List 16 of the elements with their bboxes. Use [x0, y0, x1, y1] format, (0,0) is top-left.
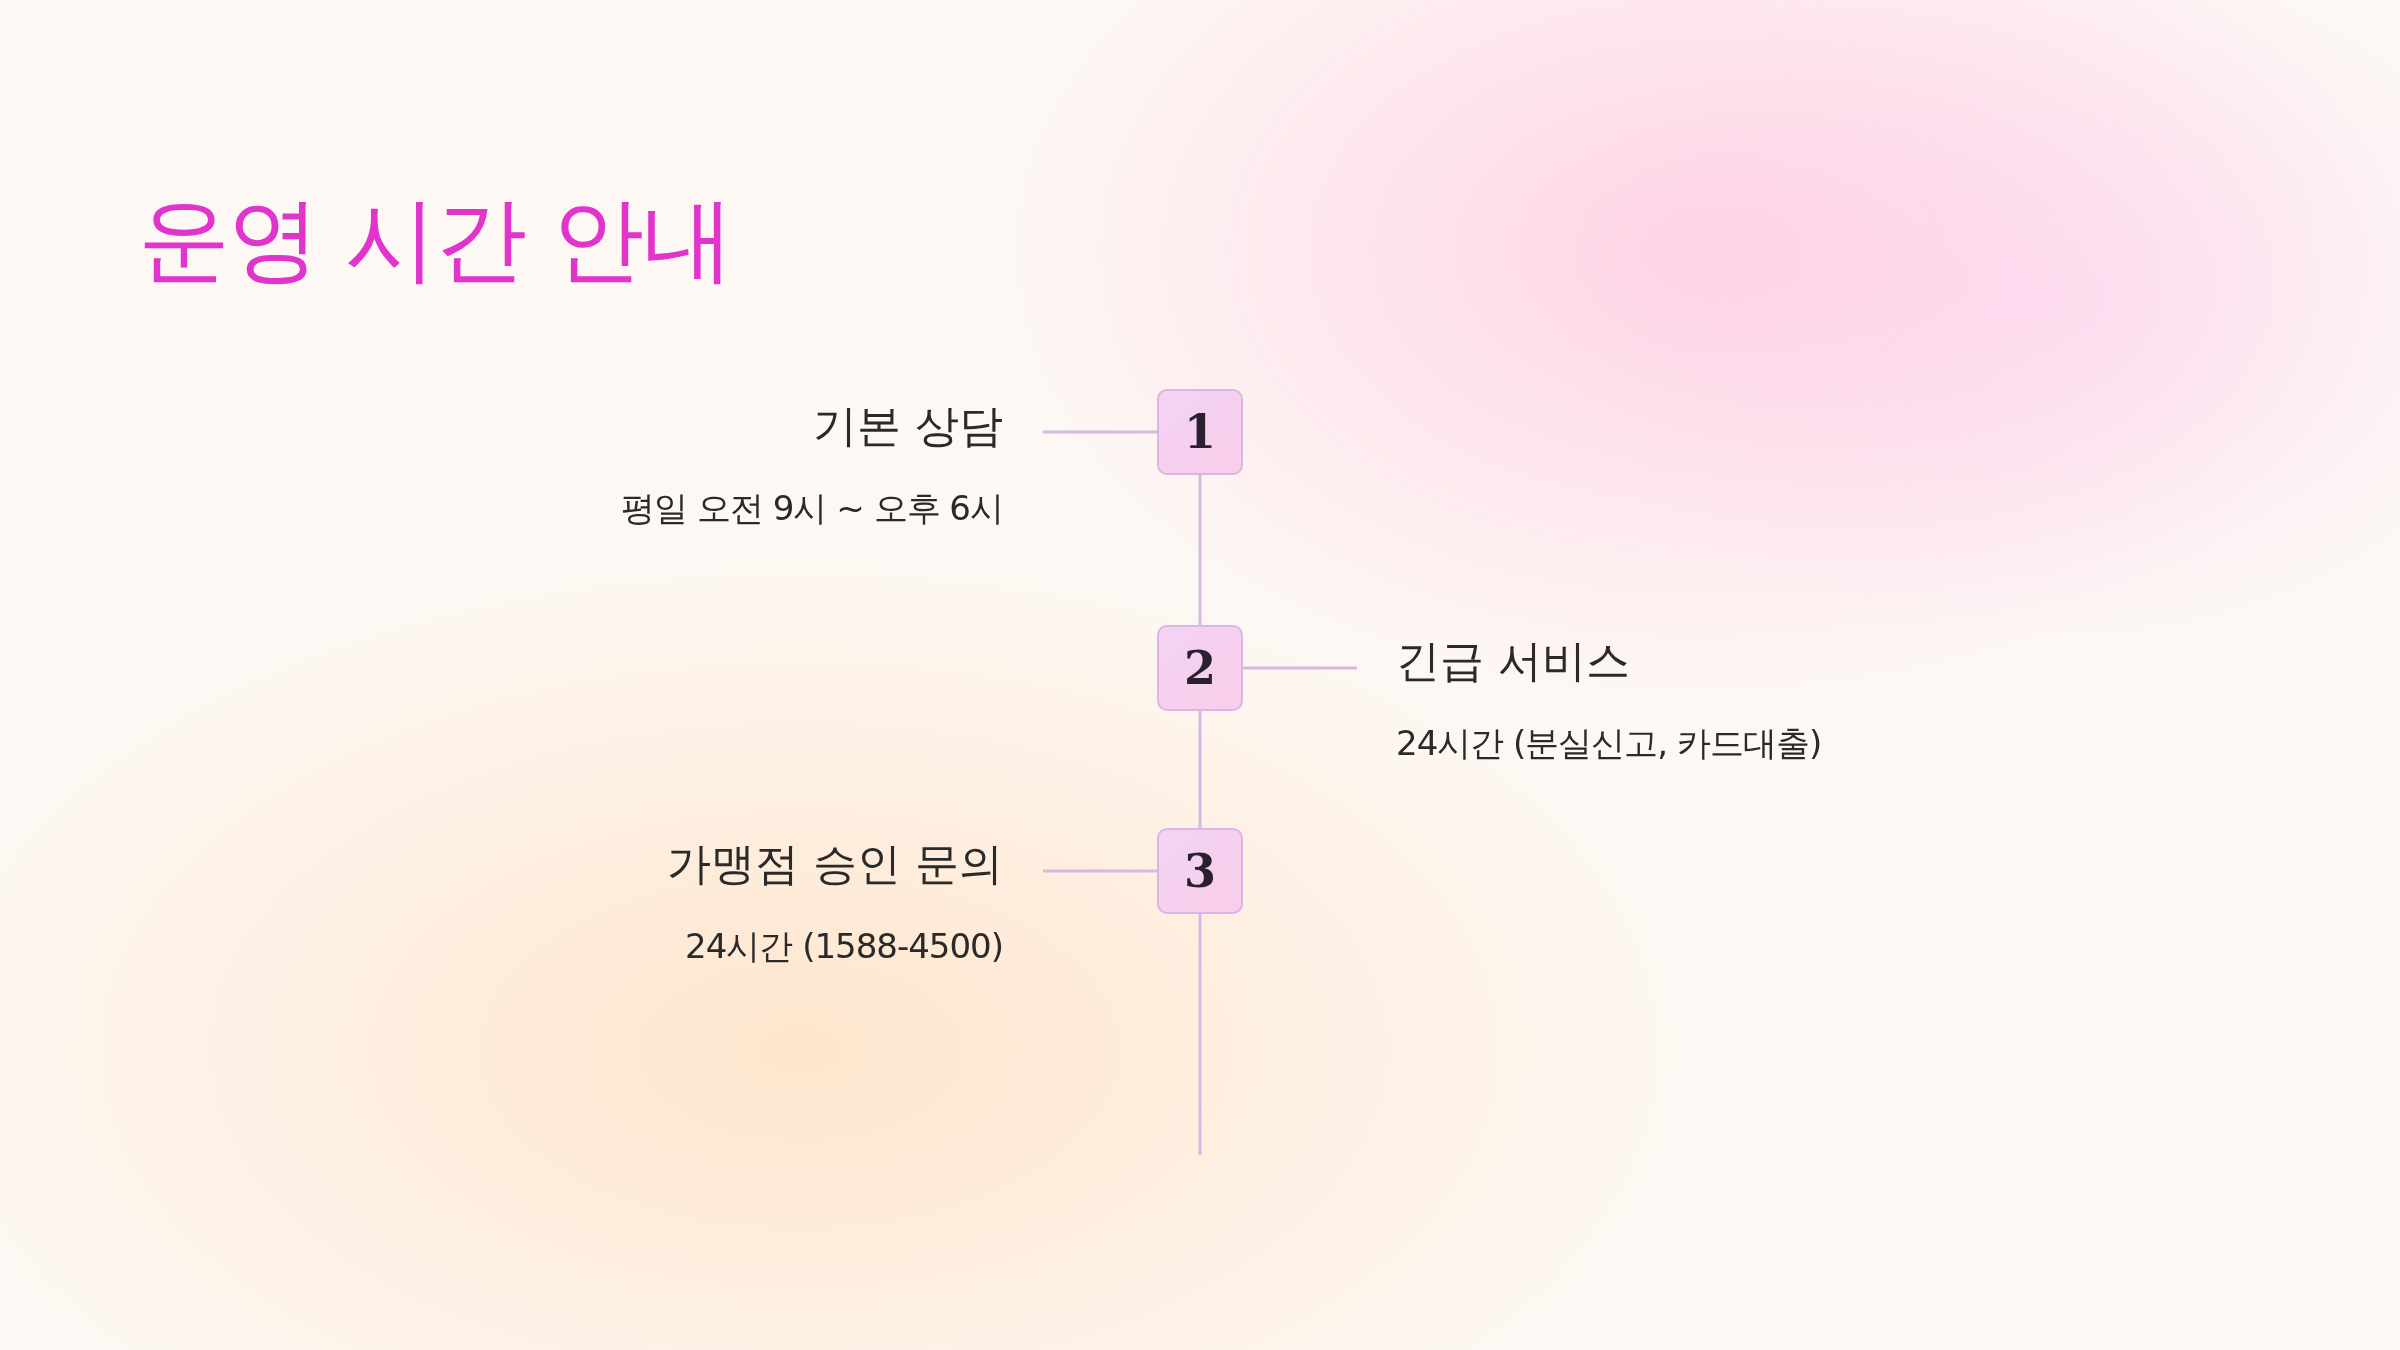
connector-line — [1198, 475, 1202, 625]
description-text: 평일 오전 9시 ~ 오후 6시 — [620, 487, 1003, 530]
heading-text: 가맹점 승인 문의 — [666, 837, 1003, 891]
step-number-box: 1 — [1157, 389, 1243, 475]
title: 운영 시간 안내 — [138, 185, 733, 295]
connector-line — [1043, 869, 1157, 873]
connector-line — [1198, 914, 1202, 1155]
heading-text: 긴급 서비스 — [1396, 634, 1631, 688]
step-number-box: 2 — [1157, 625, 1243, 711]
connector-line — [1243, 666, 1357, 670]
description-text: 24시간 (분실신고, 카드대출) — [1396, 722, 1823, 765]
connector-line — [1043, 430, 1157, 434]
heading-text: 기본 상담 — [812, 399, 1003, 453]
step-number-box: 3 — [1157, 828, 1243, 914]
connector-line — [1198, 711, 1202, 828]
description-text: 24시간 (1588-4500) — [684, 925, 1003, 968]
